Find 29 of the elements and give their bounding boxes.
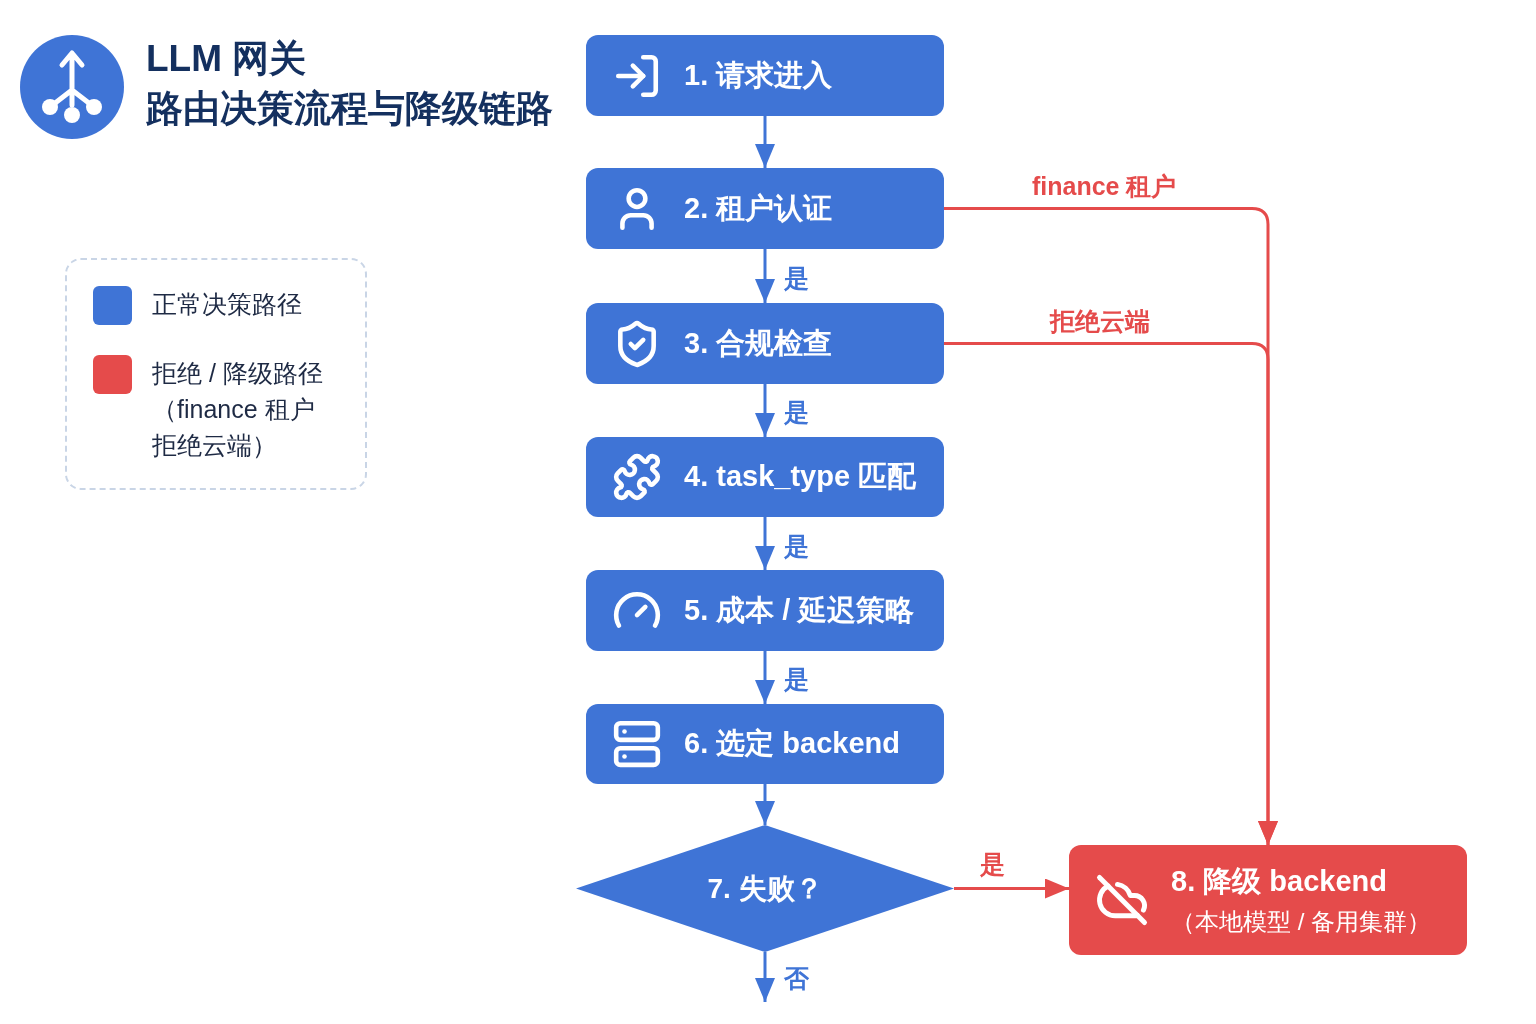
arrow — [755, 784, 775, 825]
node-label: 8. 降级 backend — [1171, 864, 1387, 900]
arrow — [755, 384, 775, 437]
node-label: 3. 合规检查 — [684, 325, 833, 361]
arrow — [755, 952, 775, 1002]
process-box — [586, 168, 944, 249]
process-box — [586, 35, 944, 116]
node-sublabel: （本地模型 / 备用集群） — [1171, 906, 1431, 937]
process-box — [586, 704, 944, 784]
process-box — [586, 303, 944, 384]
title: LLM 网关路由决策流程与降级链路 — [146, 37, 554, 131]
arrow — [954, 878, 1069, 899]
arrow — [755, 249, 775, 303]
node-label: 5. 成本 / 延迟策略 — [684, 592, 915, 628]
decision-diamond — [576, 825, 954, 952]
node-label: 1. 请求进入 — [684, 57, 833, 93]
process-box — [586, 570, 944, 651]
legend-label: 拒绝 / 降级路径（finance 租户拒绝云端） — [152, 358, 324, 461]
node-label: 4. task_type 匹配 — [684, 459, 917, 495]
node-label: 6. 选定 backend — [684, 726, 900, 762]
node-label: 7. 失败？ — [707, 871, 823, 906]
process-box — [1069, 845, 1467, 955]
arrow — [944, 342, 1278, 845]
arrow — [755, 116, 775, 168]
node-label: 2. 租户认证 — [684, 190, 833, 226]
arrow — [755, 651, 775, 704]
process-box — [586, 437, 944, 517]
legend-label: 正常决策路径 — [152, 289, 303, 320]
arrow — [755, 517, 775, 570]
